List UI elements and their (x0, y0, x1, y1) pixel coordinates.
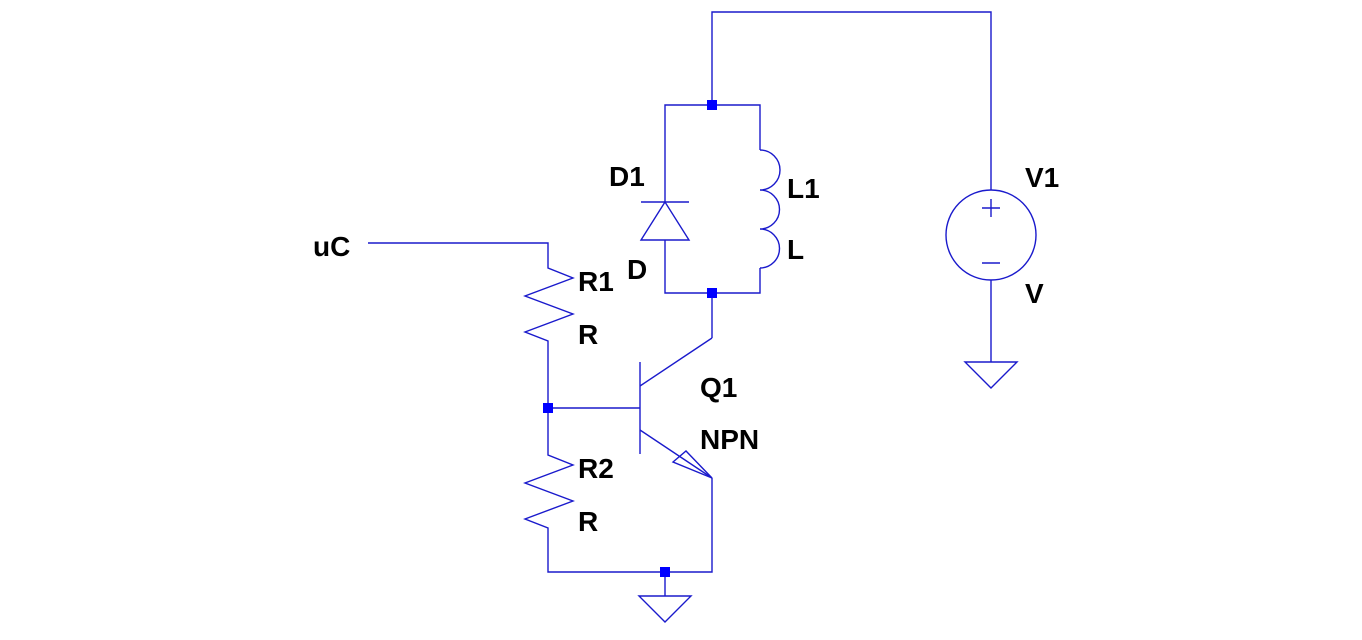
ground-symbol-circuit (637, 595, 693, 623)
inductor-l1 (759, 149, 781, 269)
junction-top-node (707, 100, 717, 110)
diode-d1 (639, 200, 691, 241)
resistor-r1 (523, 258, 575, 343)
junction-ground-node (660, 567, 670, 577)
r2-value-label: R (578, 506, 598, 537)
wire-top-node-diode (664, 104, 712, 202)
junction-bottom-node (707, 288, 717, 298)
wire-r2-to-ground (547, 478, 713, 573)
r1-name-label: R1 (578, 266, 614, 297)
net-label-uc: uC (313, 231, 350, 262)
r2-name-label: R2 (578, 453, 614, 484)
wires (368, 11, 992, 596)
d1-name-label: D1 (609, 161, 645, 192)
junction-base-node (543, 403, 553, 413)
wire-uc-input (368, 242, 549, 258)
q1-name-label: Q1 (700, 372, 737, 403)
resistor-r2 (523, 445, 575, 530)
junctions (543, 100, 717, 577)
v1-value-label: V (1025, 278, 1044, 309)
v1-name-label: V1 (1025, 162, 1059, 193)
q1-value-label: NPN (700, 424, 759, 455)
ground-symbol-source (963, 361, 1019, 389)
l1-name-label: L1 (787, 173, 820, 204)
wire-supply-loop (711, 11, 992, 190)
wire-top-node-inductor (712, 104, 761, 150)
r1-value-label: R (578, 319, 598, 350)
labels: uC R1 R R2 R D1 D L1 L Q1 NPN V1 V (313, 161, 1059, 537)
l1-value-label: L (787, 234, 804, 265)
transistor-q1 (639, 337, 713, 479)
d1-value-label: D (627, 254, 647, 285)
wire-bottom-node-inductor (712, 268, 761, 294)
voltage-source-v1 (945, 189, 1037, 281)
wire-bottom-node-diode (664, 240, 712, 294)
